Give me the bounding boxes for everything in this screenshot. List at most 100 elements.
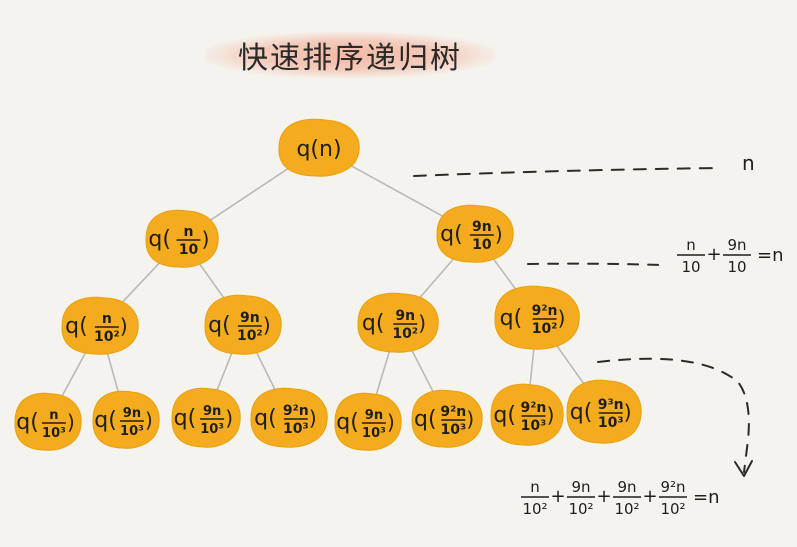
node-close-paren: )	[202, 227, 210, 251]
sum-denominator: 10²	[660, 500, 685, 518]
tree-edge-root-to-l1-left	[202, 161, 299, 226]
sum-denominator: 10	[681, 258, 700, 276]
node-numerator: 9n	[240, 310, 260, 326]
sum-term: n	[742, 151, 755, 175]
tree-edge-root-to-l1-right	[340, 159, 454, 223]
node-function-label: q(	[65, 314, 88, 339]
node-function-label: q(	[362, 311, 385, 336]
node-function-label: q(	[414, 407, 437, 432]
node-function-label: q(	[493, 403, 516, 428]
node-function-label: q(	[148, 227, 171, 252]
tree-node-l1-left: q(n10)	[145, 209, 219, 268]
sum-plus: +	[706, 244, 721, 265]
node-numerator: 9²n	[532, 303, 558, 319]
node-numerator: 9²n	[521, 400, 547, 416]
tree-edge-l2-1-to-l3-2	[105, 349, 121, 397]
tree-edge-l1-left-to-l2-1	[116, 256, 166, 309]
node-numerator: 9n	[365, 408, 383, 423]
node-numerator: 9²n	[283, 403, 309, 419]
node-blob	[145, 209, 219, 268]
sum-numerator: 9n	[727, 236, 746, 254]
node-close-paren: )	[309, 406, 317, 430]
node-numerator: 9n	[123, 406, 141, 421]
arrowhead-icon	[734, 460, 753, 477]
tree-node-l3-7: q( 9²n 10³)	[490, 383, 564, 446]
node-denominator: 10³	[42, 426, 66, 441]
node-numerator: n	[49, 408, 58, 423]
node-denominator: 10²	[392, 326, 418, 342]
node-function-label: q(	[174, 406, 197, 431]
title-highlight	[205, 32, 495, 78]
node-label: q(n)	[296, 137, 341, 162]
tree-edge-l2-2-to-l3-3	[214, 348, 235, 395]
node-function-label: q(	[208, 313, 231, 338]
sum-denominator: 10	[727, 258, 746, 276]
node-denominator: 10	[472, 237, 492, 253]
node-close-paren: )	[495, 222, 503, 246]
node-function-label: q(	[16, 410, 39, 435]
node-close-paren: )	[624, 400, 632, 424]
node-denominator: 10³	[120, 424, 144, 439]
sum-numerator: 9n	[617, 478, 636, 496]
node-close-paren: )	[558, 306, 566, 330]
node-denominator: 10²	[532, 321, 558, 337]
sum-plus: +	[550, 486, 565, 507]
node-close-paren: )	[145, 408, 153, 432]
node-close-paren: )	[466, 407, 474, 431]
level-2-dashed-guide	[597, 357, 750, 473]
node-function-label: q(	[254, 406, 277, 431]
node-numerator: 9n	[203, 404, 221, 419]
sum-plus: +	[642, 486, 657, 507]
node-denominator: 10³	[362, 426, 386, 441]
sum-level-0: n	[742, 151, 755, 175]
sum-numerator: 9n	[571, 478, 590, 496]
level-guides	[413, 167, 753, 477]
sum-denominator: 10²	[568, 500, 593, 518]
node-close-paren: )	[547, 403, 555, 427]
node-blob	[494, 285, 580, 350]
node-blob	[204, 294, 282, 355]
node-blob	[436, 204, 514, 263]
node-function-label: q(	[336, 410, 359, 435]
tree-edge-l2-2-to-l3-4	[253, 347, 279, 396]
node-close-paren: )	[418, 311, 426, 335]
sum-plus: +	[596, 486, 611, 507]
node-blob	[411, 389, 483, 448]
sum-denominator: 10²	[614, 500, 639, 518]
node-blob	[171, 387, 241, 448]
node-blob	[278, 118, 360, 177]
node-numerator: n	[102, 311, 112, 327]
level-1-dashed-guide	[527, 262, 661, 266]
node-blob	[61, 296, 139, 355]
node-denominator: 10²	[94, 329, 120, 345]
tree-nodes: q(n)q(n10)q(9n10)q(n10²)q(9n10²)q(9n10²)…	[14, 118, 642, 451]
level-0-dashed-guide	[413, 167, 719, 177]
node-blob	[490, 383, 564, 446]
sum-numerator: n	[686, 236, 696, 254]
node-close-paren: )	[387, 410, 395, 434]
tree-edge-l1-right-to-l2-3	[414, 252, 460, 305]
node-numerator: 9n	[395, 308, 415, 324]
tree-node-l3-5: q( 9n 10³)	[334, 392, 402, 451]
tree-node-root: q(n)	[278, 118, 360, 177]
node-denominator: 10²	[237, 328, 263, 344]
tree-edge-l2-1-to-l3-1	[59, 347, 89, 401]
tree-edge-l2-4-to-l3-7	[528, 344, 535, 389]
node-denominator: 10³	[598, 415, 624, 431]
node-denominator: 10³	[521, 418, 547, 434]
tree-edge-l2-3-to-l3-5	[374, 347, 392, 399]
node-close-paren: )	[120, 314, 128, 338]
sum-denominator: 10²	[522, 500, 547, 518]
node-numerator: 9³n	[598, 397, 624, 413]
sum-result: =n	[693, 487, 720, 508]
node-blob	[357, 292, 439, 353]
